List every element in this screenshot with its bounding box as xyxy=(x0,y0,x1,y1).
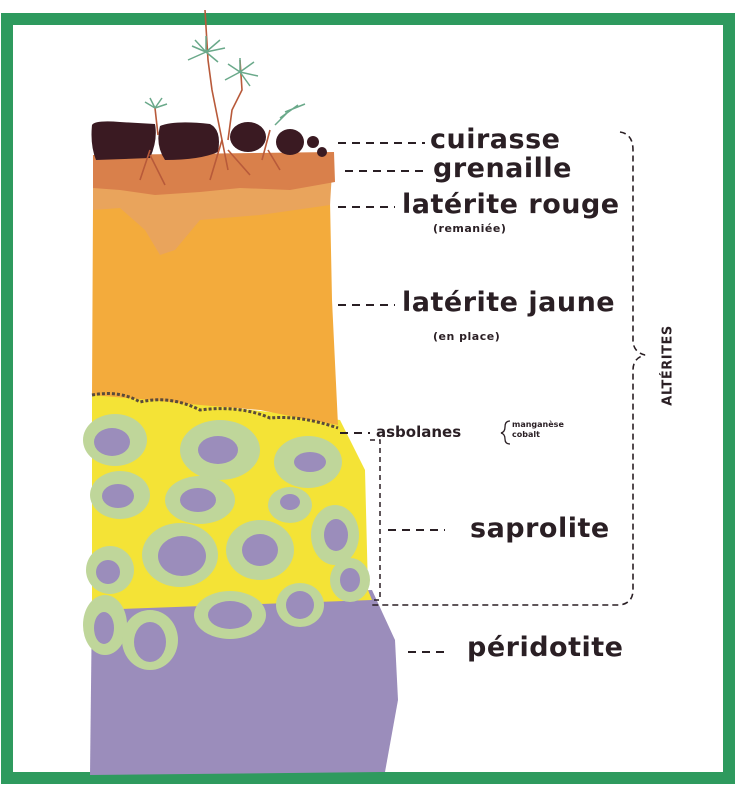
label-grenaille: grenaille xyxy=(433,153,572,184)
label-laterite-jaune: latérite jaune xyxy=(402,287,615,318)
saprolite-bracket xyxy=(370,440,380,600)
label-laterite-jaune-note: (en place) xyxy=(433,330,500,343)
label-asbolanes: asbolanes xyxy=(376,423,461,441)
plant-leaves xyxy=(145,36,305,125)
label-laterite-rouge-note: (remaniée) xyxy=(433,222,506,235)
label-asbolanes-manganese: manganèse xyxy=(512,420,564,429)
label-asbolanes-cobalt: cobalt xyxy=(512,430,540,439)
laterite-jaune-layer xyxy=(92,200,338,425)
label-peridotite: péridotite xyxy=(467,632,623,663)
cuirasse-layer xyxy=(92,121,328,160)
label-saprolite: saprolite xyxy=(470,513,610,544)
label-alterites: ALTÉRITES xyxy=(661,325,676,405)
label-laterite-rouge: latérite rouge xyxy=(402,189,620,220)
asbolanes-brace xyxy=(501,421,510,444)
label-cuirasse: cuirasse xyxy=(430,124,560,155)
